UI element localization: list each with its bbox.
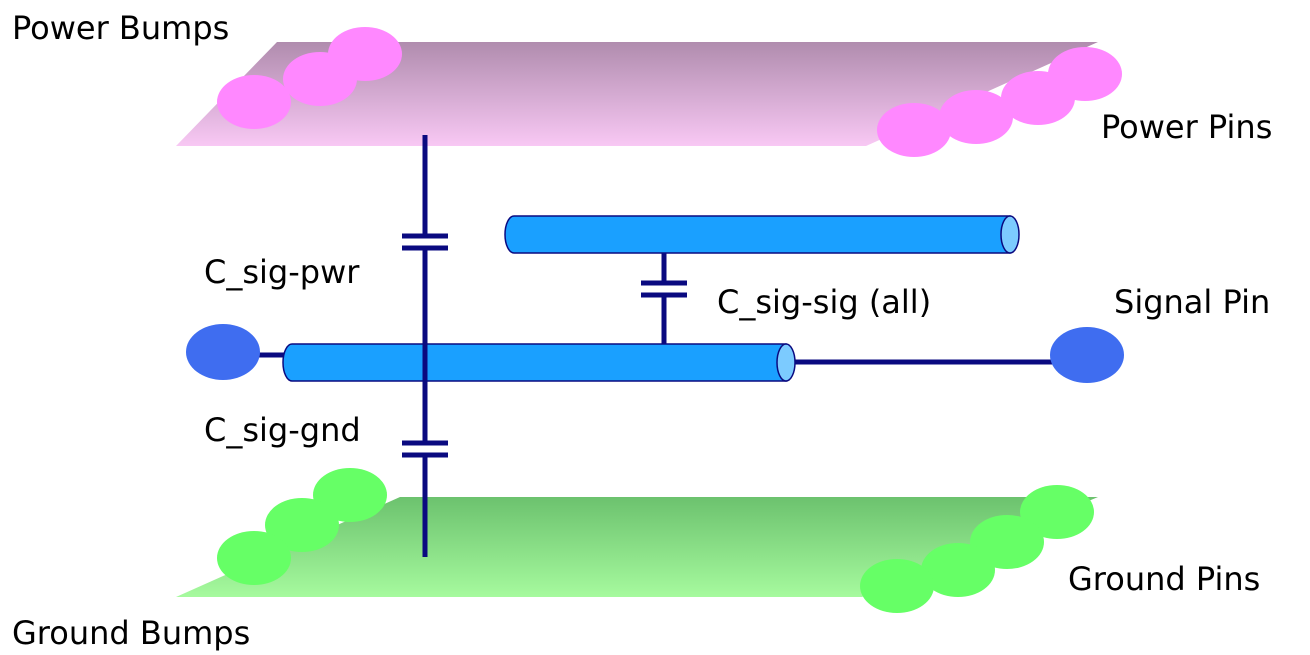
aggressor-trace: [504, 215, 1020, 254]
power-bumps-label: Power Bumps: [12, 9, 230, 47]
signal-pin-left: [186, 324, 260, 380]
ground-pins: [860, 485, 1094, 613]
signal-pin-right: [1050, 327, 1124, 383]
ground-pin: [1020, 485, 1094, 539]
ground-bump: [313, 468, 387, 522]
power-pins: [877, 47, 1122, 157]
power-bump: [217, 75, 291, 129]
capacitor-sig-sig: [641, 253, 687, 346]
power-pin: [939, 90, 1013, 144]
power-bump: [328, 27, 402, 81]
ground-pin: [860, 559, 934, 613]
c-sig-gnd-label: C_sig-gnd: [204, 411, 361, 449]
capacitor-sig-gnd: [402, 376, 448, 557]
ground-pins-label: Ground Pins: [1068, 560, 1261, 598]
power-pin: [877, 103, 951, 157]
c-sig-sig-label: C_sig-sig (all): [717, 283, 932, 321]
power-plane: [176, 42, 1098, 146]
ground-bump: [217, 531, 291, 585]
ground-bumps-label: Ground Bumps: [12, 614, 251, 652]
power-pins-label: Power Pins: [1101, 108, 1273, 146]
c-sig-pwr-label: C_sig-pwr: [204, 253, 360, 291]
power-bumps: [217, 27, 402, 129]
ground-bump: [265, 498, 339, 552]
ground-pin: [921, 543, 995, 597]
signal-trace: [282, 343, 796, 382]
capacitor-sig-pwr: [402, 135, 448, 348]
signal-pin-label: Signal Pin: [1114, 283, 1271, 321]
power-pin: [1001, 71, 1075, 125]
ground-bumps: [217, 468, 387, 585]
